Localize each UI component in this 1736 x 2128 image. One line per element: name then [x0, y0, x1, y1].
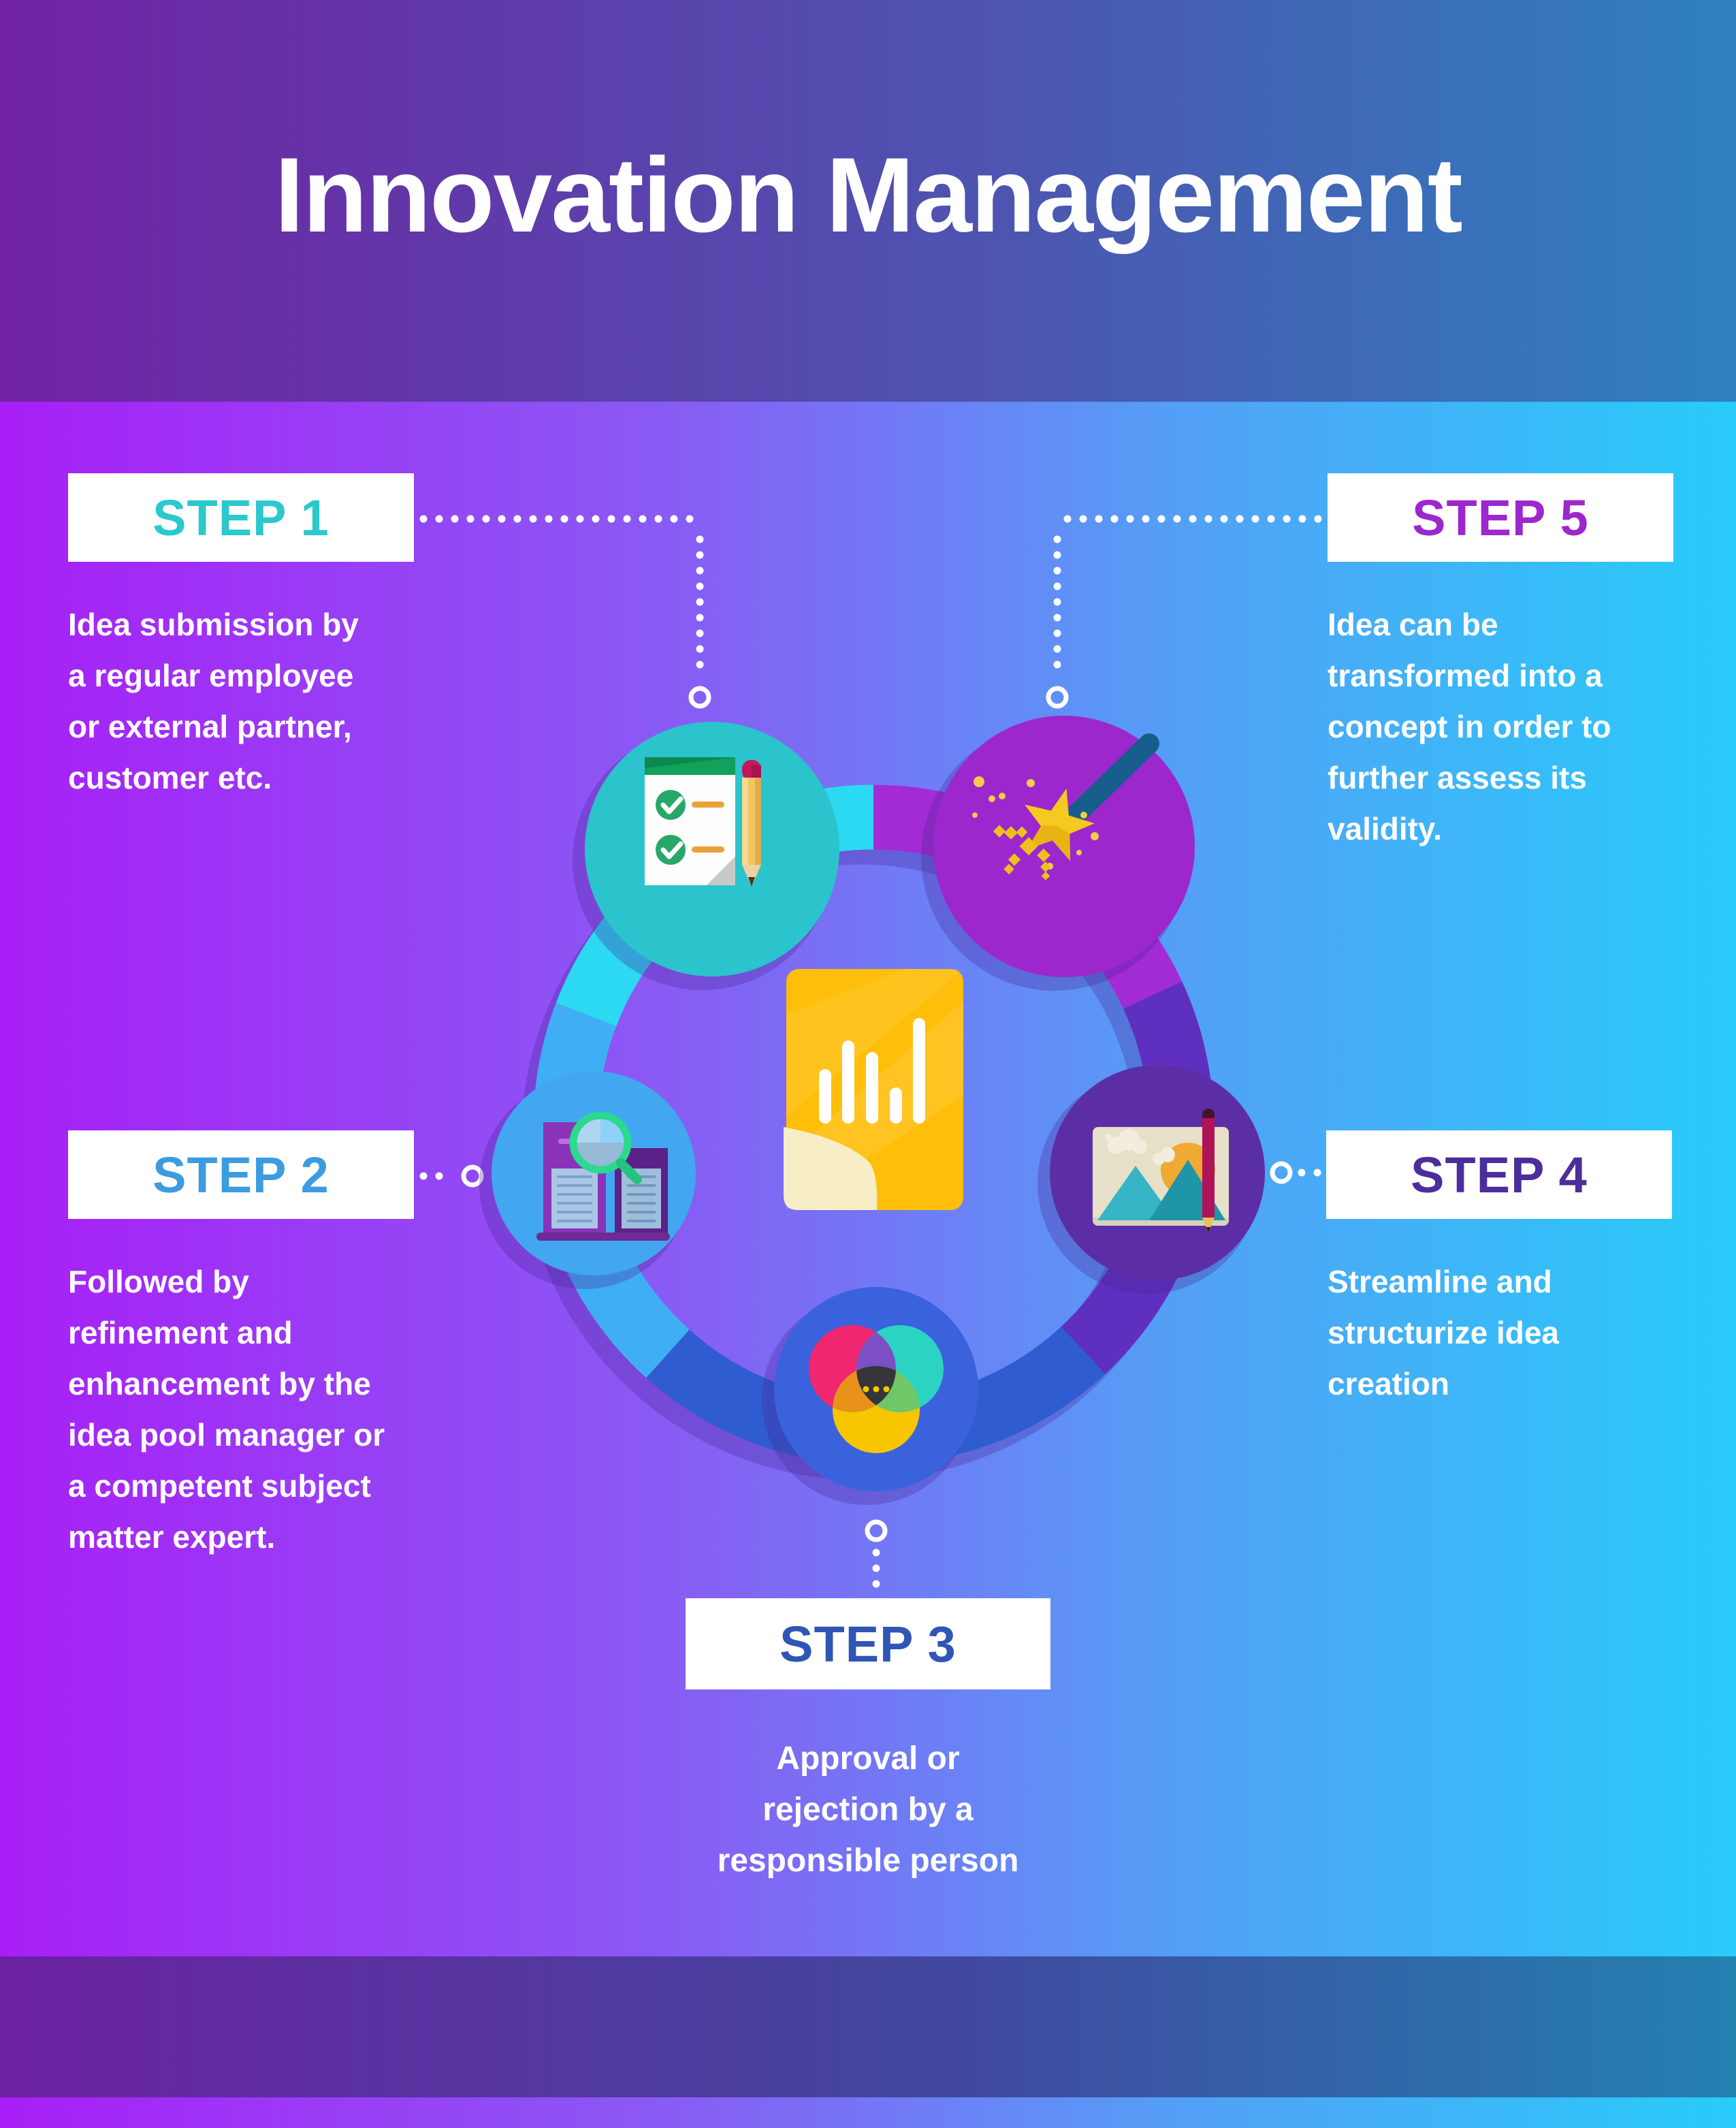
header-band: Innovation Management — [0, 0, 1736, 402]
connector-ring-step2 — [461, 1164, 484, 1188]
step2-description: Followed by refinement and enhancement b… — [68, 1264, 385, 1555]
connector-ring-step5 — [1046, 686, 1069, 709]
folded-corner — [784, 1127, 878, 1210]
sparkle-diamonds — [993, 825, 1051, 880]
step3-label-box: STEP 3 — [686, 1598, 1050, 1689]
magnifier-icon — [569, 1111, 642, 1184]
step4-description: Streamline and structurize idea creation — [1328, 1264, 1559, 1401]
bar-chart-bars — [819, 1018, 925, 1124]
footer-band — [0, 1956, 1736, 2097]
step5-label: STEP 5 — [1412, 489, 1589, 546]
step3-label: STEP 3 — [779, 1615, 957, 1672]
step3-description: Approval or rejection by a responsible p… — [717, 1741, 1019, 1879]
step4-label: STEP 4 — [1411, 1146, 1588, 1203]
connector-endpoints — [461, 686, 1293, 1542]
pencil-icon — [742, 760, 761, 887]
step1-label-box: STEP 1 — [68, 473, 414, 562]
page-title: Innovation Management — [274, 136, 1462, 255]
connector-ring-step3 — [865, 1519, 888, 1542]
step2-label: STEP 2 — [152, 1146, 329, 1203]
color-overlap-icon — [809, 1325, 944, 1453]
step5-label-box: STEP 5 — [1328, 473, 1673, 562]
picture-editor-icon — [1093, 1109, 1229, 1233]
connector-ring-step4 — [1270, 1161, 1293, 1184]
pen-icon — [1202, 1109, 1215, 1233]
step2-label-box: STEP 2 — [68, 1130, 414, 1219]
step4-label-box: STEP 4 — [1326, 1130, 1672, 1219]
buildings-search-icon — [536, 1111, 670, 1241]
bar-chart-document-icon — [784, 969, 963, 1210]
step5-description: Idea can be transformed into a concept i… — [1328, 607, 1611, 846]
step1-description: Idea submission by a regular employee or… — [68, 607, 359, 795]
dotted-connectors — [419, 515, 1328, 1595]
connector-ring-step1 — [688, 686, 711, 709]
magic-wand-icon — [972, 733, 1159, 880]
checklist-icon — [645, 757, 761, 887]
step1-label: STEP 1 — [152, 489, 329, 546]
